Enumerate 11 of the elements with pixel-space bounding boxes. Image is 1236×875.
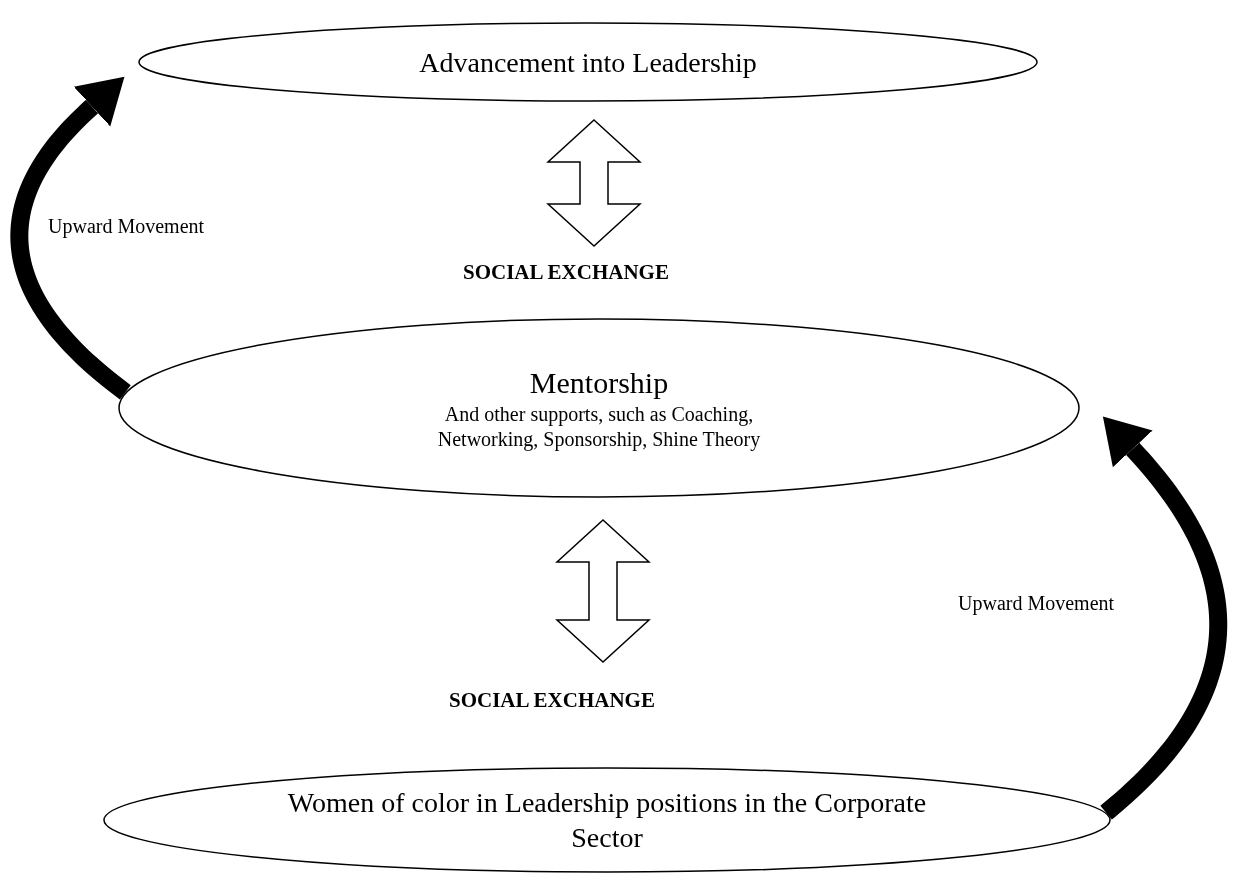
node-title: Mentorship [529, 365, 669, 402]
ellipse-node [138, 22, 1038, 102]
node-subtitle: And other supports, such as Coaching, Networking, Sponsorship, Shine Theory [436, 401, 762, 452]
node-title: Advancement into Leadership [419, 45, 757, 80]
ellipse-node [103, 767, 1111, 873]
double-block-arrow [546, 119, 642, 247]
ellipse-node [118, 318, 1080, 498]
node-title: Women of color in Leadership positions in the Corporate Sector [286, 786, 928, 855]
curved-arrow [10, 76, 133, 401]
double-block-arrow [555, 519, 651, 663]
curved-arrow [1098, 416, 1228, 821]
